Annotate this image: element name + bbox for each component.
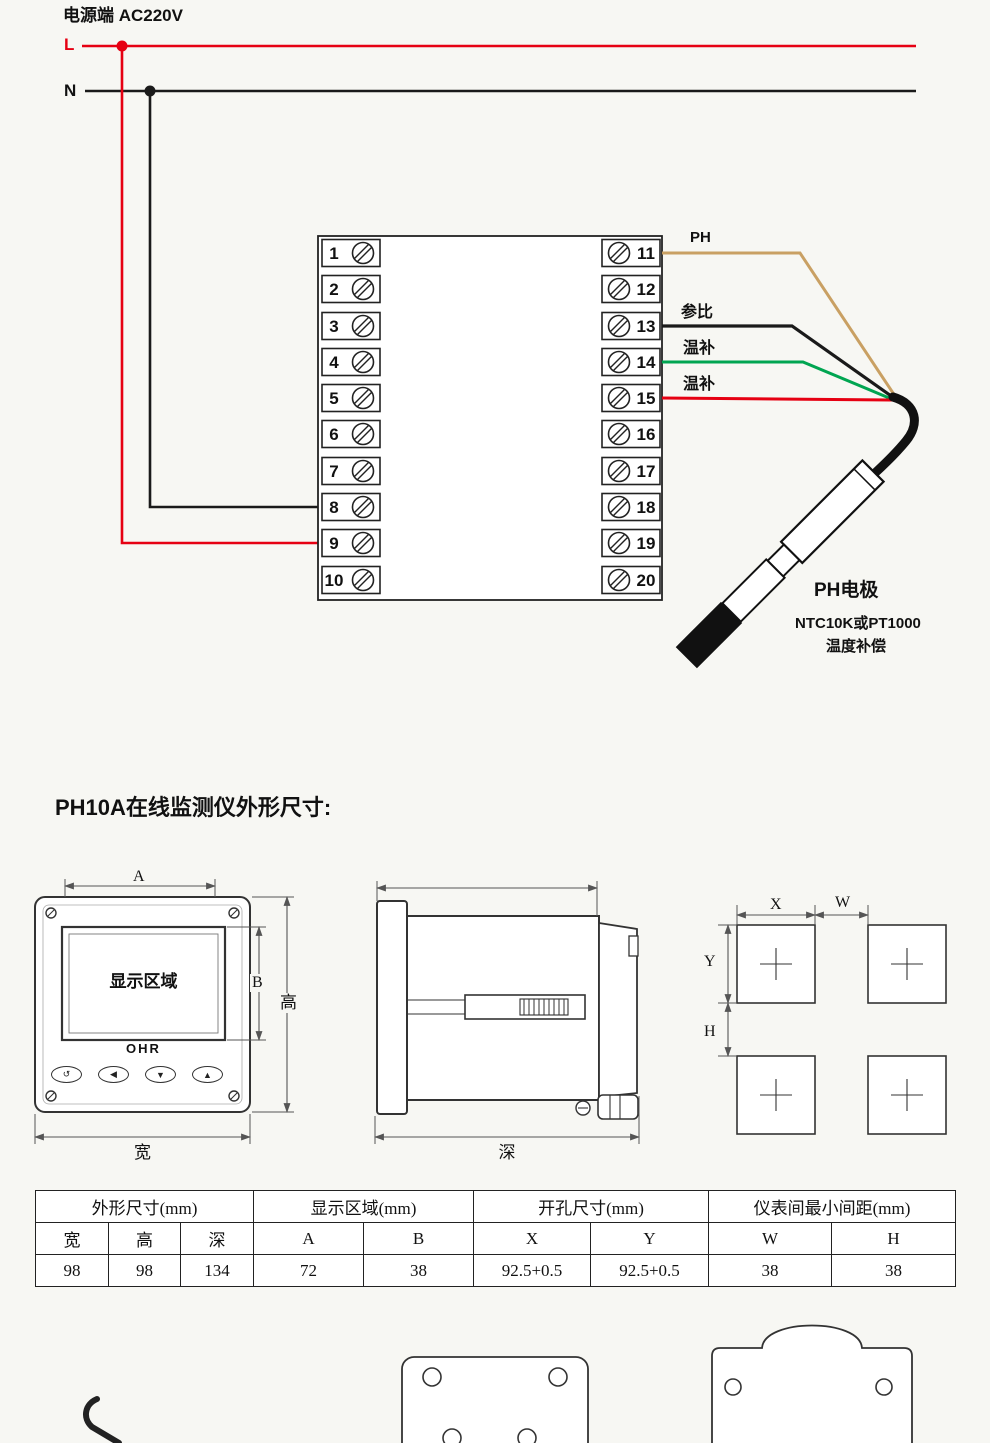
group-outline-size: 外形尺寸(mm) [35,1190,254,1223]
col-height: 高 [108,1222,181,1255]
terminal-13: 13 [637,317,656,336]
dim-h-label: H [704,1023,716,1040]
col-depth: 深 [180,1222,254,1255]
up-button-drawing: ▲ [192,1066,223,1083]
sensor-wires [661,251,897,402]
side-view [374,881,640,1144]
mounting-parts [83,1324,913,1443]
line-n-label: N [64,81,77,100]
wire-ph-label: PH [690,229,711,246]
return-button-drawing: ↺ [51,1066,82,1083]
line-l-label: L [64,35,75,54]
mounting-hook [83,1396,122,1443]
display-area-label: 显示区域 [109,972,178,991]
col-w: W [708,1222,832,1255]
value-height: 98 [108,1254,181,1287]
value-y: 92.5+0.5 [590,1254,709,1287]
terminal-10: 10 [325,571,344,590]
panel-cutout [718,905,947,1135]
dim-width-label: 宽 [134,1143,151,1162]
value-width: 98 [35,1254,109,1287]
value-b: 38 [363,1254,474,1287]
left-button-drawing: ◀ [98,1066,129,1083]
terminal-12: 12 [637,280,656,299]
dim-depth-label: 深 [498,1143,516,1162]
wire-temp2-label: 温补 [683,376,716,393]
probe-title: PH电极 [814,580,879,601]
table-group-row: 外形尺寸(mm) 显示区域(mm) 开孔尺寸(mm) 仪表间最小间距(mm) [35,1190,956,1223]
dim-x-label: X [770,896,782,913]
terminal-18: 18 [637,498,656,517]
dim-y-label: Y [704,953,716,970]
probe-note-line1: NTC10K或PT1000 [795,615,921,632]
ph-probe [675,392,919,669]
group-min-spacing: 仪表间最小间距(mm) [708,1190,956,1223]
probe-note-line2: 温度补偿 [826,638,887,655]
terminal-6: 6 [329,425,338,444]
table-subheader-row: 宽 高 深 A B X Y W H [35,1222,956,1255]
terminal-2: 2 [329,280,338,299]
terminal-block: 1 2 3 4 5 6 7 8 9 10 11 12 13 14 15 16 1… [317,235,663,601]
group-cutout-size: 开孔尺寸(mm) [473,1190,709,1223]
value-h: 38 [831,1254,956,1287]
terminal-17: 17 [637,462,656,481]
up-arrow-icon: ▲ [203,1069,212,1080]
power-terminal-label: 电源端 AC220V [63,6,183,25]
down-button-drawing: ▼ [145,1066,176,1083]
brand-logo: OHR [126,1041,161,1056]
terminal-7: 7 [329,462,338,481]
mounting-bracket [711,1324,913,1443]
value-depth: 134 [180,1254,254,1287]
mounting-plate [401,1356,589,1443]
terminal-8: 8 [329,498,338,517]
table-values-row: 98 98 134 72 38 92.5+0.5 92.5+0.5 38 38 [35,1254,956,1287]
power-lines [82,40,916,545]
terminal-9: 9 [329,534,338,553]
col-b: B [363,1222,474,1255]
value-w: 38 [708,1254,832,1287]
wire-temp1-label: 温补 [683,340,716,357]
col-y: Y [590,1222,709,1255]
dimension-table: 外形尺寸(mm) 显示区域(mm) 开孔尺寸(mm) 仪表间最小间距(mm) 宽… [35,1190,956,1287]
dim-b-label: B [250,974,265,993]
col-x: X [473,1222,591,1255]
left-arrow-icon: ◀ [110,1069,117,1079]
col-width: 宽 [35,1222,109,1255]
terminal-5: 5 [329,389,338,408]
dim-height-label: 高 [278,993,299,1013]
group-display-area: 显示区域(mm) [253,1190,474,1223]
wire-ref-label: 参比 [681,304,714,321]
terminal-1: 1 [329,244,338,263]
terminal-3: 3 [329,317,338,336]
col-a: A [253,1222,364,1255]
dim-a-label: A [133,868,145,885]
return-icon: ↺ [62,1069,71,1079]
terminal-14: 14 [637,353,656,372]
section-title: PH10A在线监测仪外形尺寸: [55,795,332,820]
col-h: H [831,1222,956,1255]
terminal-19: 19 [637,534,656,553]
down-arrow-icon: ▼ [156,1069,165,1080]
terminal-15: 15 [637,389,656,408]
terminal-20: 20 [637,571,656,590]
terminal-4: 4 [329,353,339,372]
terminal-16: 16 [637,425,656,444]
value-a: 72 [253,1254,364,1287]
terminal-11: 11 [637,244,655,263]
value-x: 92.5+0.5 [473,1254,591,1287]
dim-w-label: W [835,894,851,911]
front-view [34,896,251,1113]
